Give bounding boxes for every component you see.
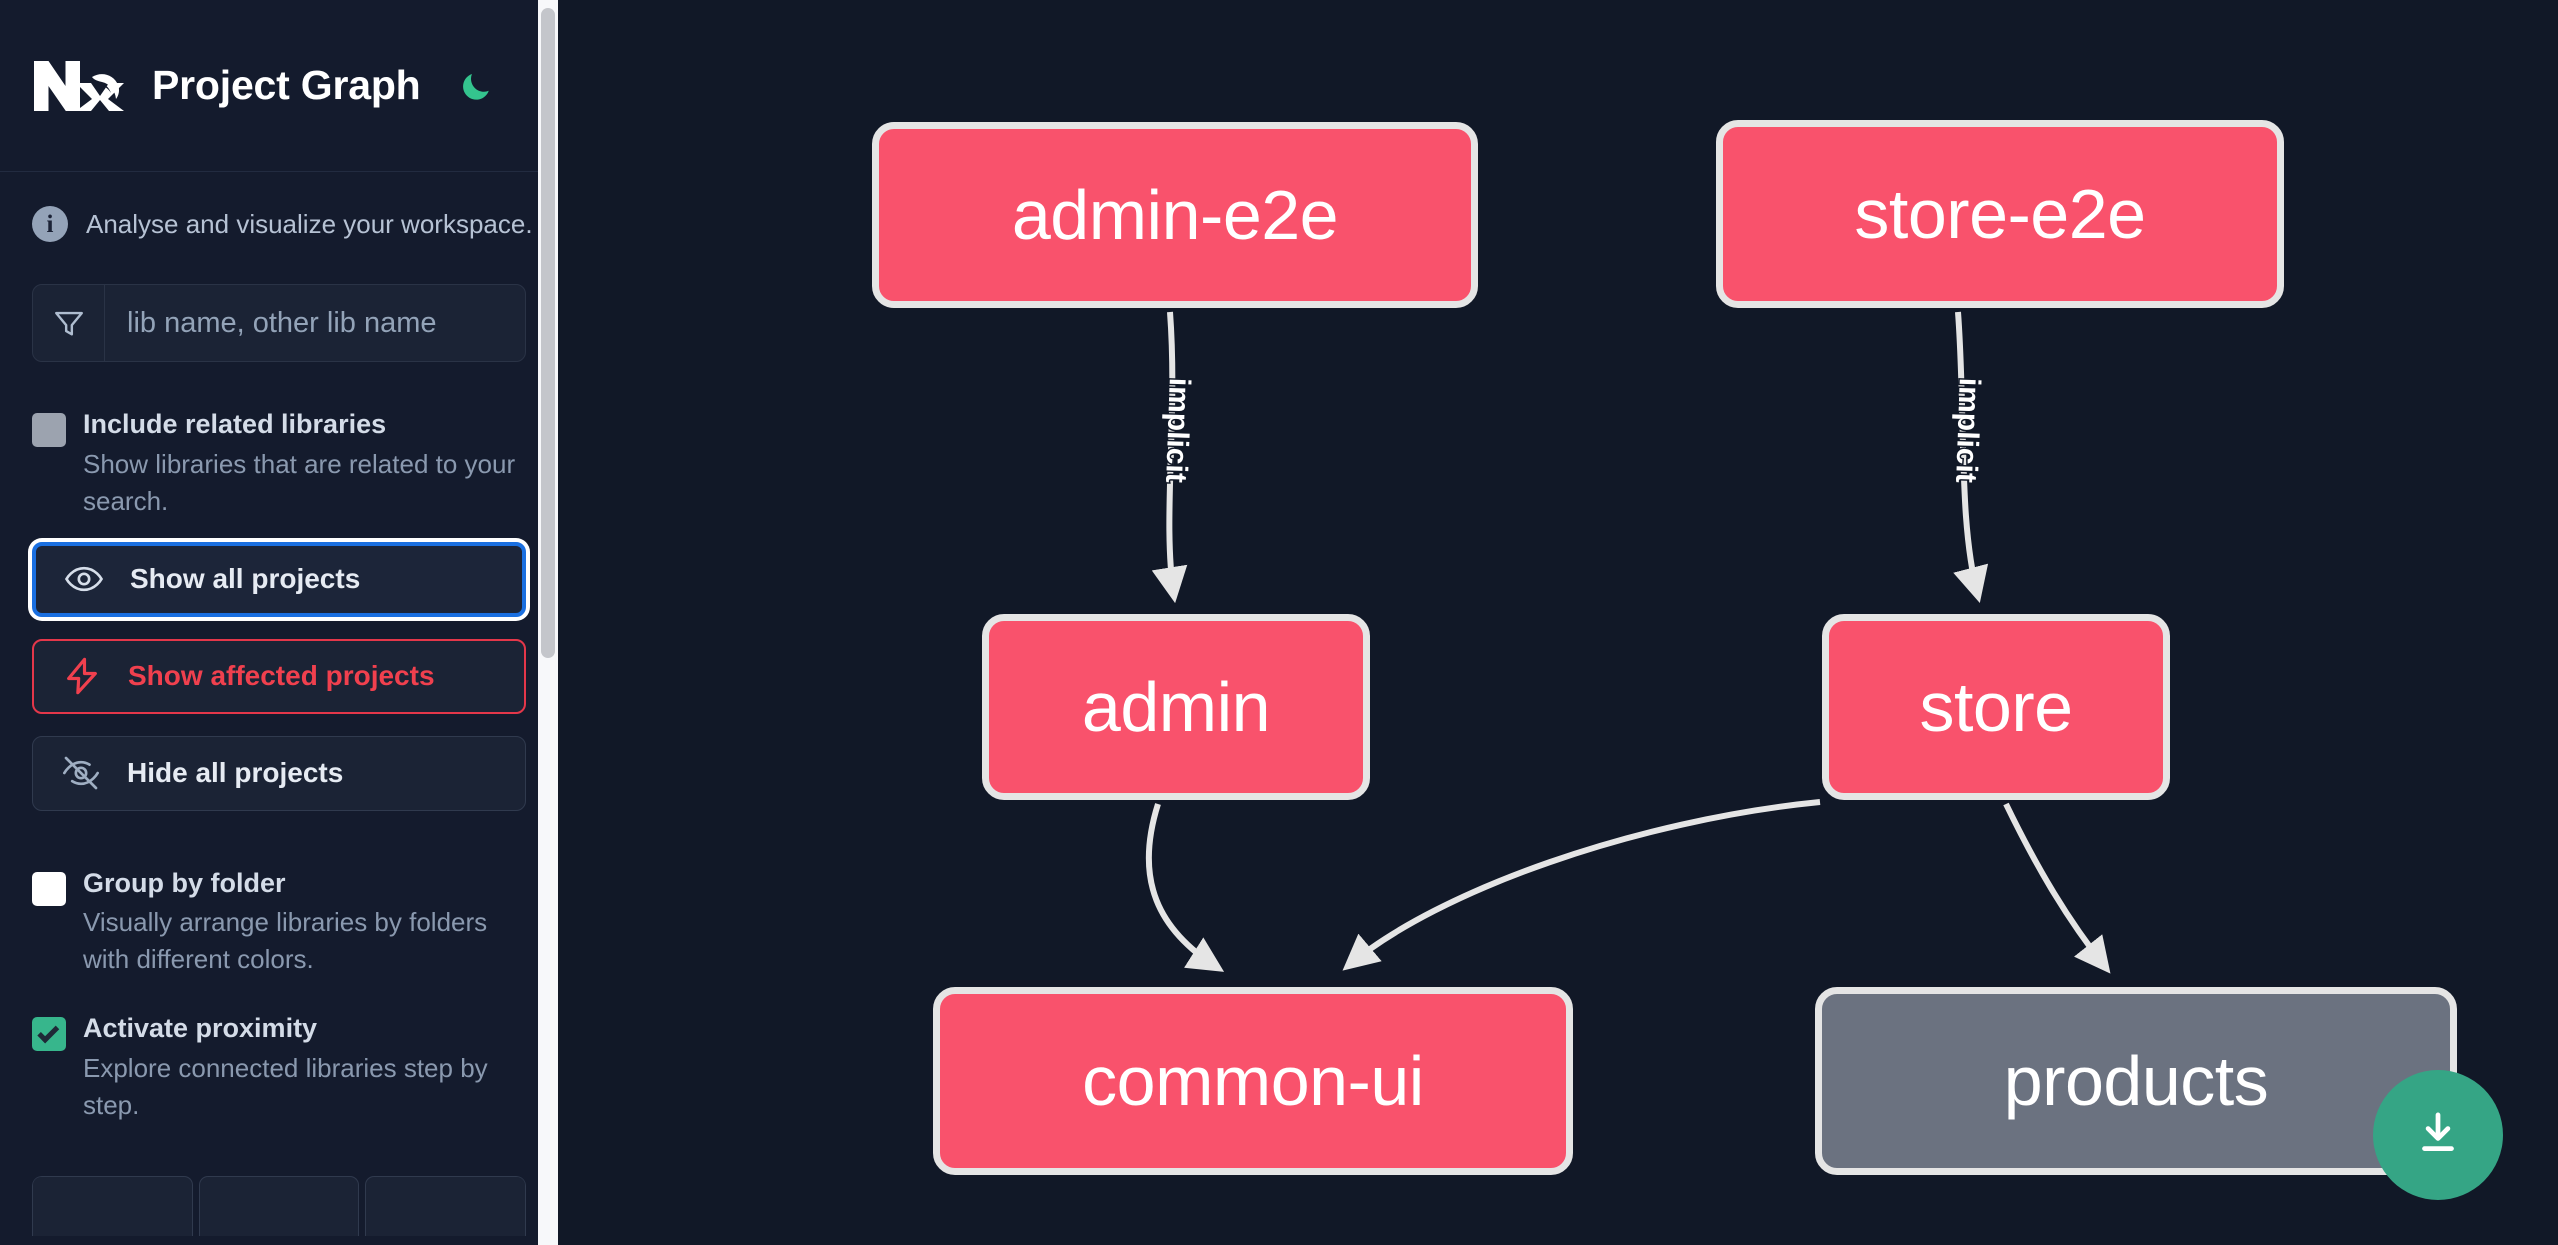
edge-label-implicit-admin: implicit [1159, 377, 1196, 483]
page-title: Project Graph [152, 62, 421, 108]
checkbox-label-include-related-libraries: Include related libraries [83, 409, 387, 439]
show-all-projects-button[interactable]: Show all projects [32, 541, 526, 617]
show-all-projects-label: Show all projects [130, 563, 361, 595]
graph-node-label: store [1919, 668, 2073, 746]
tagline: i Analyse and visualize your workspace. [32, 206, 533, 242]
search-box[interactable] [32, 284, 526, 362]
checkbox-description-include-related-libraries: Show libraries that are related to your … [83, 448, 516, 516]
graph-canvas[interactable]: implicit implicit admin-e2e store-e2e admi… [558, 0, 2558, 1245]
checkbox-group-by-folder[interactable] [32, 871, 66, 906]
hide-all-projects-button[interactable]: Hide all projects [32, 735, 526, 811]
eye-icon [64, 559, 104, 599]
checkbox-label-group-by-folder: Group by folder [83, 867, 286, 898]
edge-admin-to-common-ui [1145, 803, 1225, 972]
show-affected-projects-button[interactable]: Show affected projects [32, 638, 526, 714]
graph-node-common-ui[interactable]: common-ui [933, 987, 1573, 1175]
sidebar-body: i Analyse and visualize your workspace. … [0, 206, 558, 1236]
sidebar-scrollbar-thumb[interactable] [541, 8, 555, 658]
checkbox-row-activate-proximity[interactable]: Activate proximity Explore connected lib… [32, 1012, 526, 1124]
proximity-step-segmented-control[interactable] [32, 1175, 526, 1236]
segment-button-1[interactable] [32, 1175, 193, 1236]
graph-node-label: common-ui [1082, 1042, 1424, 1120]
sidebar: Project Graph i Analyse and visualize yo… [0, 0, 558, 1245]
sidebar-header: Project Graph [0, 0, 558, 172]
graph-node-store-e2e[interactable]: store-e2e [1716, 120, 2284, 308]
segment-button-2[interactable] [198, 1175, 360, 1236]
checkbox-activate-proximity[interactable] [32, 1017, 66, 1052]
edge-store-to-common-ui [1342, 799, 1821, 971]
show-affected-projects-label: Show affected projects [128, 660, 435, 692]
graph-node-products[interactable]: products [1815, 987, 2457, 1175]
graph-node-label: products [2003, 1042, 2269, 1120]
edge-store-to-products [2003, 802, 2111, 974]
segment-button-3[interactable] [365, 1175, 526, 1236]
sidebar-scrollbar[interactable] [538, 0, 558, 1245]
tagline-text: Analyse and visualize your workspace. [86, 208, 533, 239]
nx-logo-icon [32, 55, 124, 117]
info-circle-icon: i [32, 206, 68, 242]
checkbox-description-activate-proximity: Explore connected libraries step by step… [83, 1052, 488, 1120]
eye-off-icon [61, 753, 101, 793]
filter-funnel-icon [33, 285, 105, 361]
hide-all-projects-label: Hide all projects [127, 757, 344, 789]
download-image-button[interactable] [2373, 1070, 2503, 1200]
edge-label-implicit-store: implicit [1949, 377, 1986, 483]
check-tick-icon [37, 1021, 60, 1043]
graph-node-admin[interactable]: admin [982, 614, 1370, 800]
search-input[interactable] [105, 285, 525, 361]
checkbox-description-group-by-folder: Visually arrange libraries by folders wi… [83, 907, 488, 975]
graph-node-store[interactable]: store [1822, 614, 2170, 800]
graph-edges-layer: implicit implicit [1145, 311, 2111, 974]
edge-admin-e2e-to-admin [1151, 311, 1188, 604]
checkbox-include-related-libraries[interactable] [32, 413, 66, 447]
lightning-bolt-icon [62, 656, 102, 696]
checkbox-label-activate-proximity: Activate proximity [83, 1013, 318, 1044]
graph-node-label: admin-e2e [1011, 176, 1339, 254]
graph-node-label: admin [1081, 668, 1271, 746]
graph-node-label: store-e2e [1854, 175, 2146, 253]
checkbox-row-group-by-folder[interactable]: Group by folder Visually arrange librari… [32, 867, 526, 979]
download-icon [2411, 1107, 2465, 1164]
graph-node-admin-e2e[interactable]: admin-e2e [872, 122, 1478, 308]
edge-store-e2e-to-store [1953, 311, 1989, 603]
checkbox-row-include-related-libraries[interactable]: Include related libraries Show libraries… [32, 408, 526, 520]
moon-icon[interactable] [453, 63, 499, 109]
